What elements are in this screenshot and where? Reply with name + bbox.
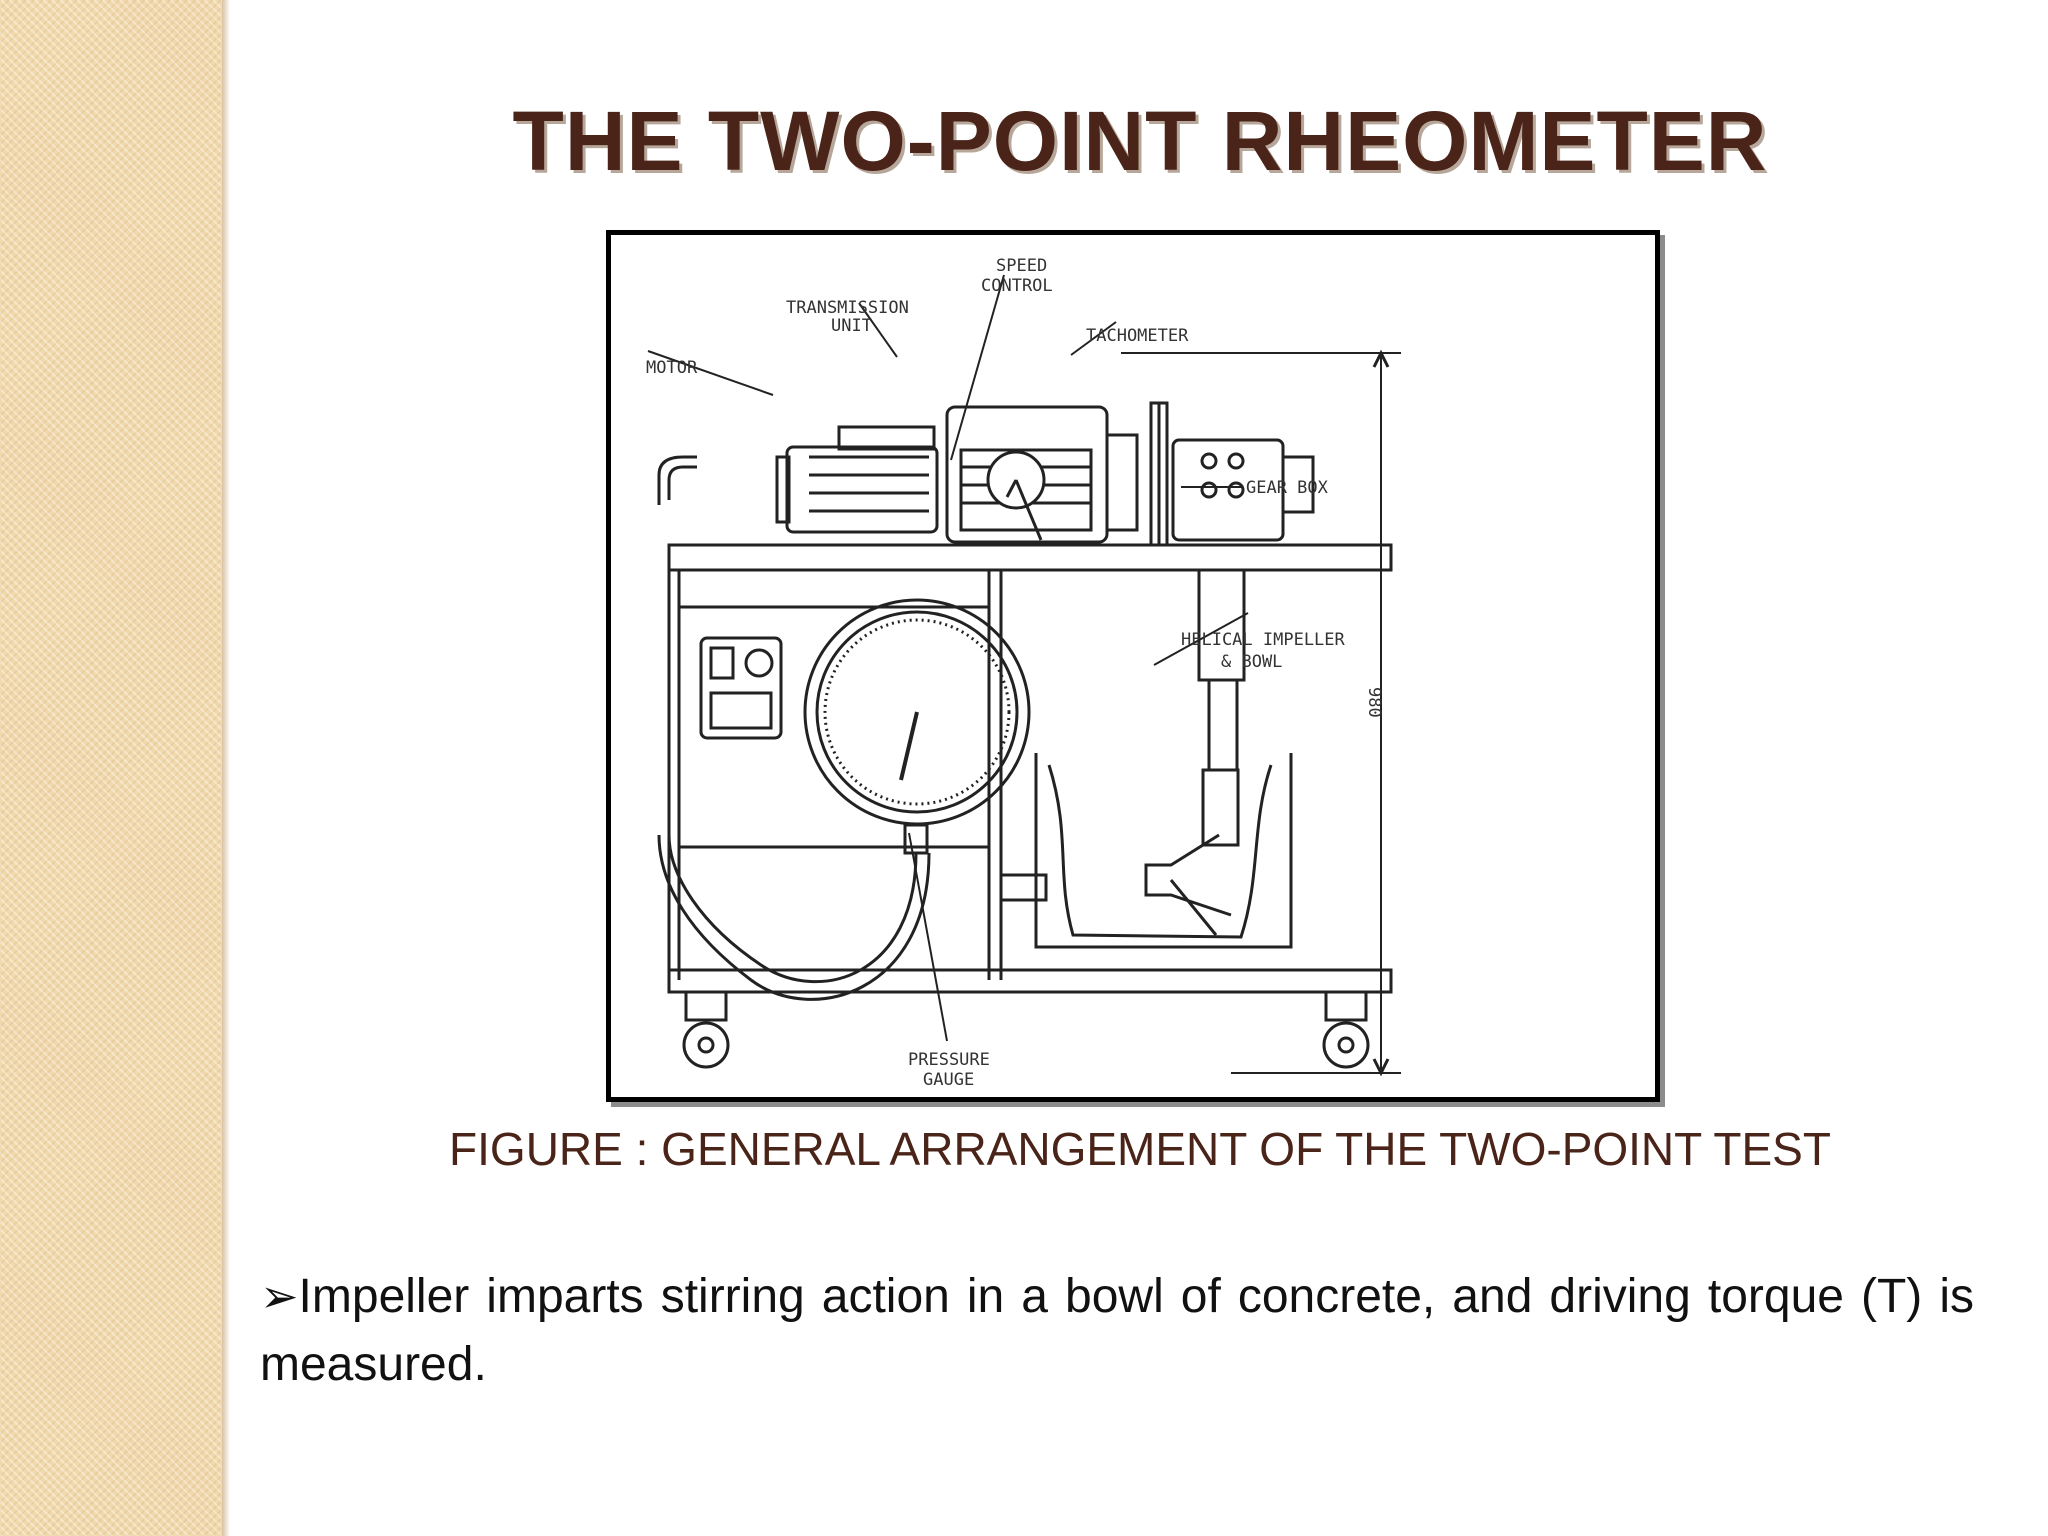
label-pressure-2: GAUGE bbox=[923, 1070, 974, 1090]
motor bbox=[785, 445, 939, 534]
label-pressure-1: PRESSURE bbox=[908, 1050, 990, 1070]
label-tachometer: TACHOMETER bbox=[1086, 326, 1189, 346]
drive-shaft bbox=[1207, 678, 1239, 772]
label-height: 980 bbox=[1364, 687, 1384, 718]
side-band-edge bbox=[222, 0, 230, 1536]
figure-caption: FIGURE : GENERAL ARRANGEMENT OF THE TWO-… bbox=[449, 1123, 1831, 1175]
bullet-arrow-icon: ➢ bbox=[260, 1270, 299, 1322]
rheometer-figure: SPEED CONTROL TRANSMISSION UNIT TACHOMET… bbox=[606, 230, 1660, 1102]
label-transmission-1: TRANSMISSION bbox=[786, 298, 909, 318]
slide-title: THE TWO-POINT RHEOMETER bbox=[512, 94, 1768, 188]
label-transmission-2: UNIT bbox=[831, 316, 872, 336]
label-motor: MOTOR bbox=[646, 358, 698, 378]
label-speed-control-1: SPEED bbox=[996, 256, 1047, 276]
label-impeller-1: HELICAL IMPELLER bbox=[1181, 630, 1346, 650]
label-speed-control-2: CONTROL bbox=[981, 276, 1053, 296]
decorative-side-band bbox=[0, 0, 222, 1536]
table-top bbox=[667, 543, 1393, 572]
bullet-text: Impeller imparts stirring action in a bo… bbox=[260, 1270, 1974, 1391]
label-impeller-2: & BOWL bbox=[1221, 652, 1282, 672]
bullet-point: ➢Impeller imparts stirring action in a b… bbox=[260, 1262, 1974, 1399]
label-gear-box: GEAR BOX bbox=[1246, 478, 1329, 498]
switch-panel bbox=[699, 636, 783, 740]
concrete-bowl bbox=[1034, 753, 1293, 949]
bottom-rail bbox=[667, 968, 1393, 994]
rheometer-diagram: SPEED CONTROL TRANSMISSION UNIT TACHOMET… bbox=[646, 256, 1401, 1090]
